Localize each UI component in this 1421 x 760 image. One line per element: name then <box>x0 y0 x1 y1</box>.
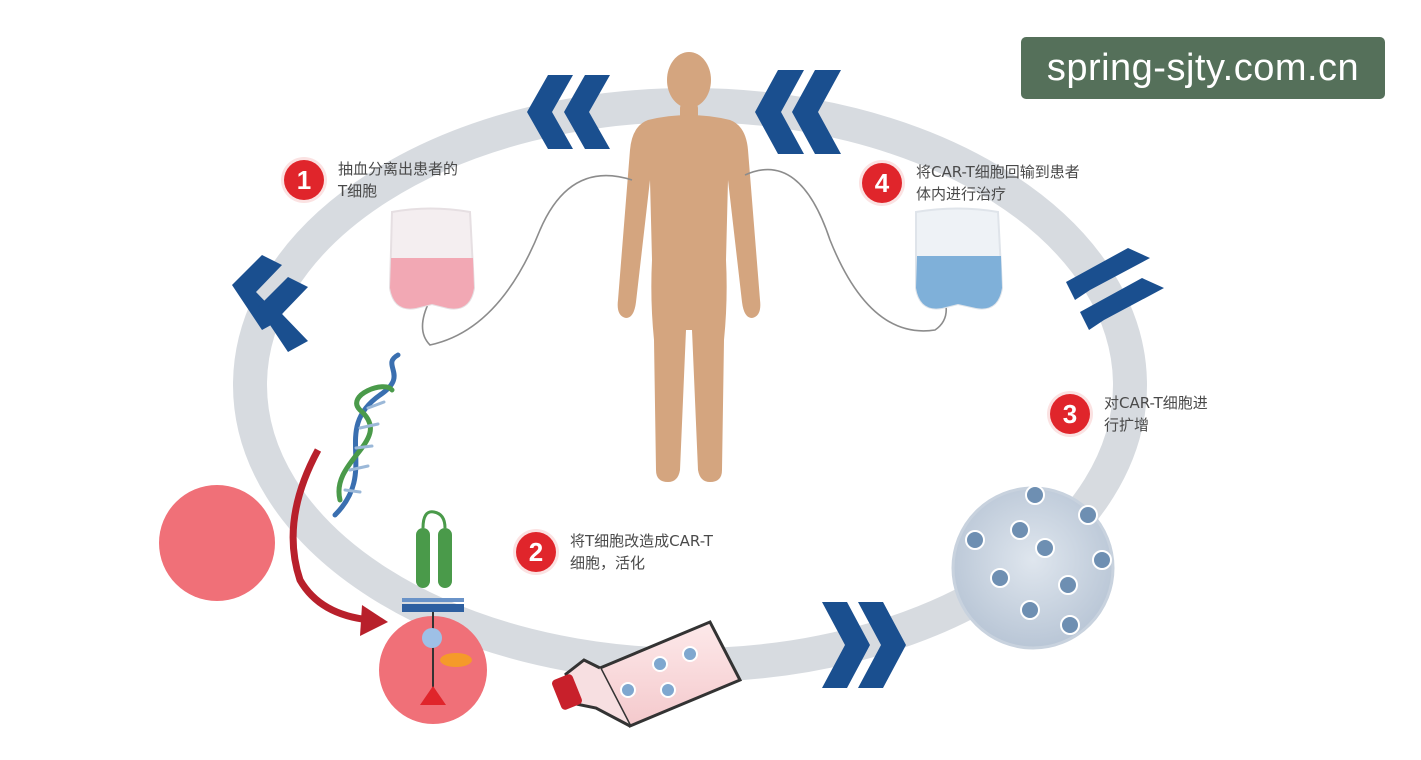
step-4-badge: 4 <box>862 163 902 203</box>
blood-bag-icon <box>388 207 476 310</box>
dna-icon <box>332 352 401 518</box>
car-receptor-icon <box>402 510 464 612</box>
step-1: 1 抽血分离出患者的 T细胞 <box>284 160 458 202</box>
tumor-cell-icon <box>159 485 275 601</box>
step-3: 3 对CAR-T细胞进 行扩增 <box>1050 394 1208 436</box>
step-3-line-2: 行扩增 <box>1104 416 1150 434</box>
cell-dish-icon <box>951 485 1115 650</box>
blood-bag-icon <box>915 207 1004 310</box>
step-3-text: 对CAR-T细胞进 行扩增 <box>1104 392 1208 436</box>
chevron-arrow-icon <box>1066 248 1164 330</box>
step-4-line-2: 体内进行治疗 <box>916 185 1007 203</box>
step-2: 2 将T细胞改造成CAR-T 细胞，活化 <box>516 532 713 574</box>
step-3-badge: 3 <box>1050 394 1090 434</box>
step-2-text: 将T细胞改造成CAR-T 细胞，活化 <box>570 530 713 574</box>
step-4-line-1: 将CAR-T细胞回输到患者 <box>916 163 1080 181</box>
chevron-arrow-icon <box>527 75 610 149</box>
curved-arrow-head <box>360 605 388 636</box>
iv-tube-left <box>421 174 633 346</box>
chevron-arrow-icon <box>232 255 308 352</box>
step-1-badge: 1 <box>284 160 324 200</box>
chevron-arrow-icon <box>755 70 841 154</box>
cell-culture-flask-icon <box>552 620 743 728</box>
step-1-line-1: 抽血分离出患者的 <box>338 160 459 178</box>
iv-tube-right <box>744 168 948 332</box>
chevron-arrow-icon <box>822 602 906 688</box>
step-1-line-2: T细胞 <box>338 182 378 200</box>
step-2-line-2: 细胞，活化 <box>570 554 646 572</box>
step-3-line-1: 对CAR-T细胞进 <box>1104 394 1208 412</box>
human-body-icon <box>617 52 761 482</box>
step-2-badge: 2 <box>516 532 556 572</box>
step-4: 4 将CAR-T细胞回输到患者 体内进行治疗 <box>862 163 1080 205</box>
step-1-text: 抽血分离出患者的 T细胞 <box>338 158 458 202</box>
t-cell-icon <box>379 612 487 724</box>
step-4-text: 将CAR-T细胞回输到患者 体内进行治疗 <box>916 161 1080 205</box>
curved-arrow <box>289 448 371 624</box>
step-2-line-1: 将T细胞改造成CAR-T <box>570 532 713 550</box>
watermark-label: spring-sjty.com.cn <box>1021 37 1385 99</box>
